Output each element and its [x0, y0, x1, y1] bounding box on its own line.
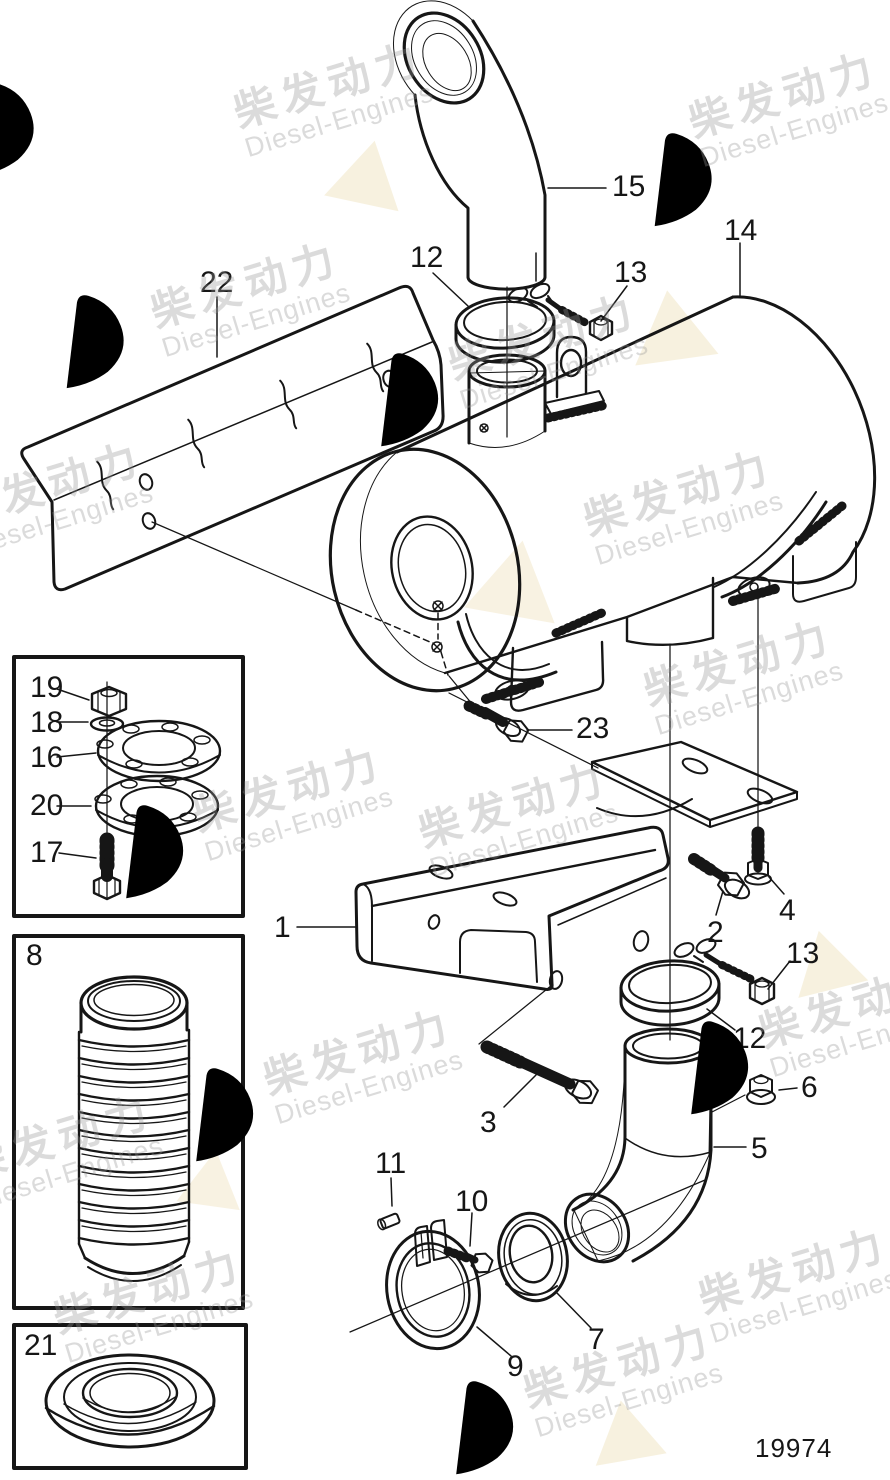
lock-pin-11 — [377, 1212, 401, 1231]
clamp-nut-bottom — [748, 976, 776, 1006]
mounting-strap-left — [456, 613, 605, 712]
callout-9: 9 — [507, 1350, 524, 1383]
callout-15: 15 — [612, 170, 646, 203]
callout-17: 17 — [30, 836, 64, 869]
callout-23: 23 — [576, 712, 610, 745]
heat-shield — [20, 284, 445, 592]
callout-6: 6 — [801, 1071, 818, 1104]
callout-18: 18 — [30, 706, 64, 739]
drain-plug-6 — [746, 1074, 776, 1105]
lifting-tab — [543, 335, 611, 423]
flange-bolt-2 — [688, 853, 751, 900]
callout-19: 19 — [30, 671, 64, 704]
long-bolt-3 — [480, 1040, 599, 1105]
callout-12-top: 12 — [410, 241, 444, 274]
callout-4: 4 — [779, 894, 796, 927]
clamp-nut-top — [588, 314, 614, 342]
outlet-elbow — [563, 1027, 713, 1264]
shield-holes — [138, 369, 402, 530]
nut-19 — [90, 685, 128, 718]
leader-lines — [56, 187, 798, 1357]
callout-7: 7 — [588, 1323, 605, 1356]
mounting-strap-right — [713, 491, 857, 606]
drawing-number: 19974 — [755, 1433, 833, 1463]
lock-washer-18 — [89, 716, 125, 732]
flange-gasket-20 — [94, 774, 220, 838]
clamp-bolt-10 — [443, 1246, 494, 1274]
inset-box-bellows — [12, 934, 245, 1310]
support-plate — [590, 740, 799, 828]
callout-22: 22 — [200, 266, 234, 299]
callout-11: 11 — [375, 1147, 407, 1180]
v-clamp — [385, 1219, 481, 1351]
callout-12-bottom: 12 — [733, 1022, 767, 1055]
clamp-top — [454, 282, 592, 364]
callout-2: 2 — [707, 916, 724, 949]
callout-21: 21 — [24, 1329, 58, 1362]
callout-13-bottom: 13 — [786, 937, 820, 970]
callout-20: 20 — [30, 789, 64, 822]
callout-8: 8 — [26, 939, 43, 972]
bracket — [354, 825, 670, 991]
flange-bolt-23 — [463, 700, 530, 743]
callout-14: 14 — [724, 214, 758, 247]
callout-5: 5 — [751, 1132, 768, 1165]
callout-1: 1 — [274, 911, 291, 944]
inset-box-seal — [12, 1323, 248, 1470]
flange-16 — [96, 719, 222, 783]
callout-3: 3 — [480, 1106, 497, 1139]
callout-16: 16 — [30, 741, 64, 774]
sealing-ring-7 — [497, 1211, 569, 1303]
clamp-bottom — [619, 938, 757, 1027]
callout-10: 10 — [455, 1185, 489, 1218]
callout-13-top: 13 — [614, 256, 648, 289]
position-marker — [431, 423, 489, 653]
centerlines — [349, 286, 759, 1333]
flange-bolt-4 — [744, 826, 772, 886]
